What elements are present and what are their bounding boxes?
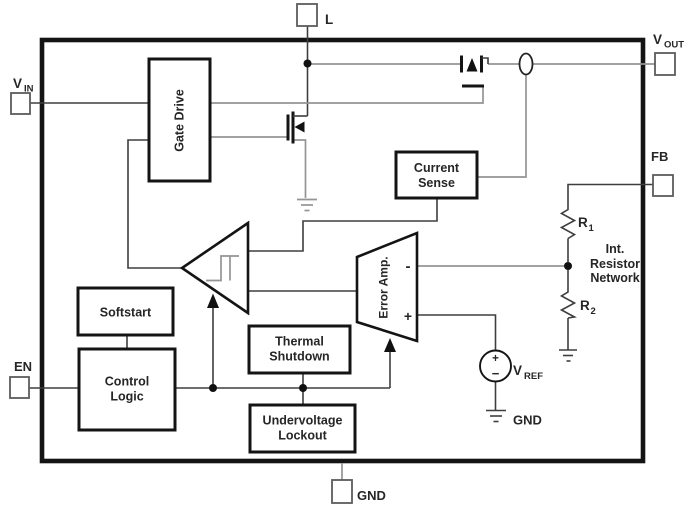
ground-r2: [559, 349, 577, 362]
vref-label-sub: REF: [524, 371, 543, 382]
wire-sense-in: [477, 74, 527, 178]
gate-drive-label: Gate Drive: [173, 89, 187, 152]
int-resistor-network-note: Int. Resistor Network: [590, 242, 640, 285]
junction-dot: [299, 384, 307, 392]
current-sense-block: Current Sense: [394, 150, 479, 200]
pin-gnd-label: GND: [357, 488, 386, 503]
r1-label-main: R: [578, 215, 588, 230]
control-logic-label-1: Control: [105, 375, 149, 389]
pin-l-label: L: [325, 12, 333, 27]
error-amplifier: Error Amp. - +: [355, 231, 419, 343]
mosfet-nmos-lowside: [286, 111, 308, 144]
current-loop-icon: [518, 52, 534, 76]
mosfet-pmos-highside: [460, 55, 489, 88]
uvlo-label-1: Undervoltage: [263, 414, 343, 428]
error-amp-plus-sign: +: [404, 308, 412, 324]
control-logic-label-2: Logic: [110, 390, 143, 404]
pin-vin-label-main: V: [13, 76, 22, 91]
arrowhead-comparator: [207, 293, 219, 308]
wire-fb: [567, 183, 653, 206]
pin-fb: FB: [651, 149, 674, 197]
pin-vout-label-main: V: [653, 32, 662, 47]
junction-dot: [303, 59, 312, 68]
control-logic-block: Control Logic: [77, 347, 177, 432]
pin-en-label: EN: [14, 359, 32, 374]
vref-source: + − V REF: [479, 349, 543, 383]
vref-plus-sign: +: [492, 353, 499, 365]
vref-label-main: V: [513, 363, 522, 378]
pin-fb-label: FB: [651, 149, 668, 164]
softstart-label: Softstart: [100, 306, 152, 320]
wire-sense-out: [248, 198, 438, 252]
softstart-block: Softstart: [76, 286, 175, 337]
pin-vout-label-sub: OUT: [664, 40, 684, 51]
r2-label-main: R: [580, 298, 590, 313]
wire-comparator-out: [127, 139, 182, 269]
arrowhead-erroramp: [384, 338, 396, 352]
gate-drive-block: Gate Drive: [147, 57, 212, 183]
undervoltage-lockout-block: Undervoltage Lockout: [248, 403, 357, 454]
vref-gnd-label: GND: [513, 413, 542, 428]
junction-dot: [209, 384, 217, 392]
r2-label-sub: 2: [591, 306, 596, 317]
note-line-3: Network: [590, 271, 639, 285]
resistor-r2: [559, 290, 577, 319]
thermal-shutdown-block: Thermal Shutdown: [247, 324, 352, 375]
wire-pmos-gate: [210, 86, 484, 104]
note-line-2: Resistor: [590, 257, 640, 271]
current-sense-label-2: Sense: [418, 176, 455, 190]
pin-vin-label-sub: IN: [24, 84, 34, 95]
pin-en: EN: [9, 359, 32, 399]
note-line-1: Int.: [606, 242, 625, 256]
pin-vout: V OUT: [653, 32, 684, 76]
thermal-shutdown-label-1: Thermal: [275, 335, 324, 349]
pin-l: L: [296, 3, 333, 27]
hysteresis-icon: [206, 255, 239, 282]
uvlo-label-2: Lockout: [278, 429, 327, 443]
r1-label-sub: 1: [589, 223, 595, 234]
wire-plus-input: [417, 314, 497, 351]
vref-minus-sign: −: [492, 366, 500, 381]
thermal-shutdown-label-2: Shutdown: [269, 350, 329, 364]
error-amp-minus-sign: -: [406, 258, 411, 275]
resistor-r1: [559, 206, 577, 240]
error-amp-label: Error Amp.: [377, 256, 391, 318]
pin-vin: V IN: [10, 76, 34, 115]
ground-nmos: [297, 198, 317, 212]
current-sense-label-1: Current: [414, 161, 460, 175]
pwm-comparator: [179, 220, 250, 316]
pin-gnd: GND: [331, 479, 386, 504]
ground-vref: [486, 409, 506, 423]
junction-dot: [564, 262, 572, 270]
wire-nmos-source: [293, 139, 307, 198]
